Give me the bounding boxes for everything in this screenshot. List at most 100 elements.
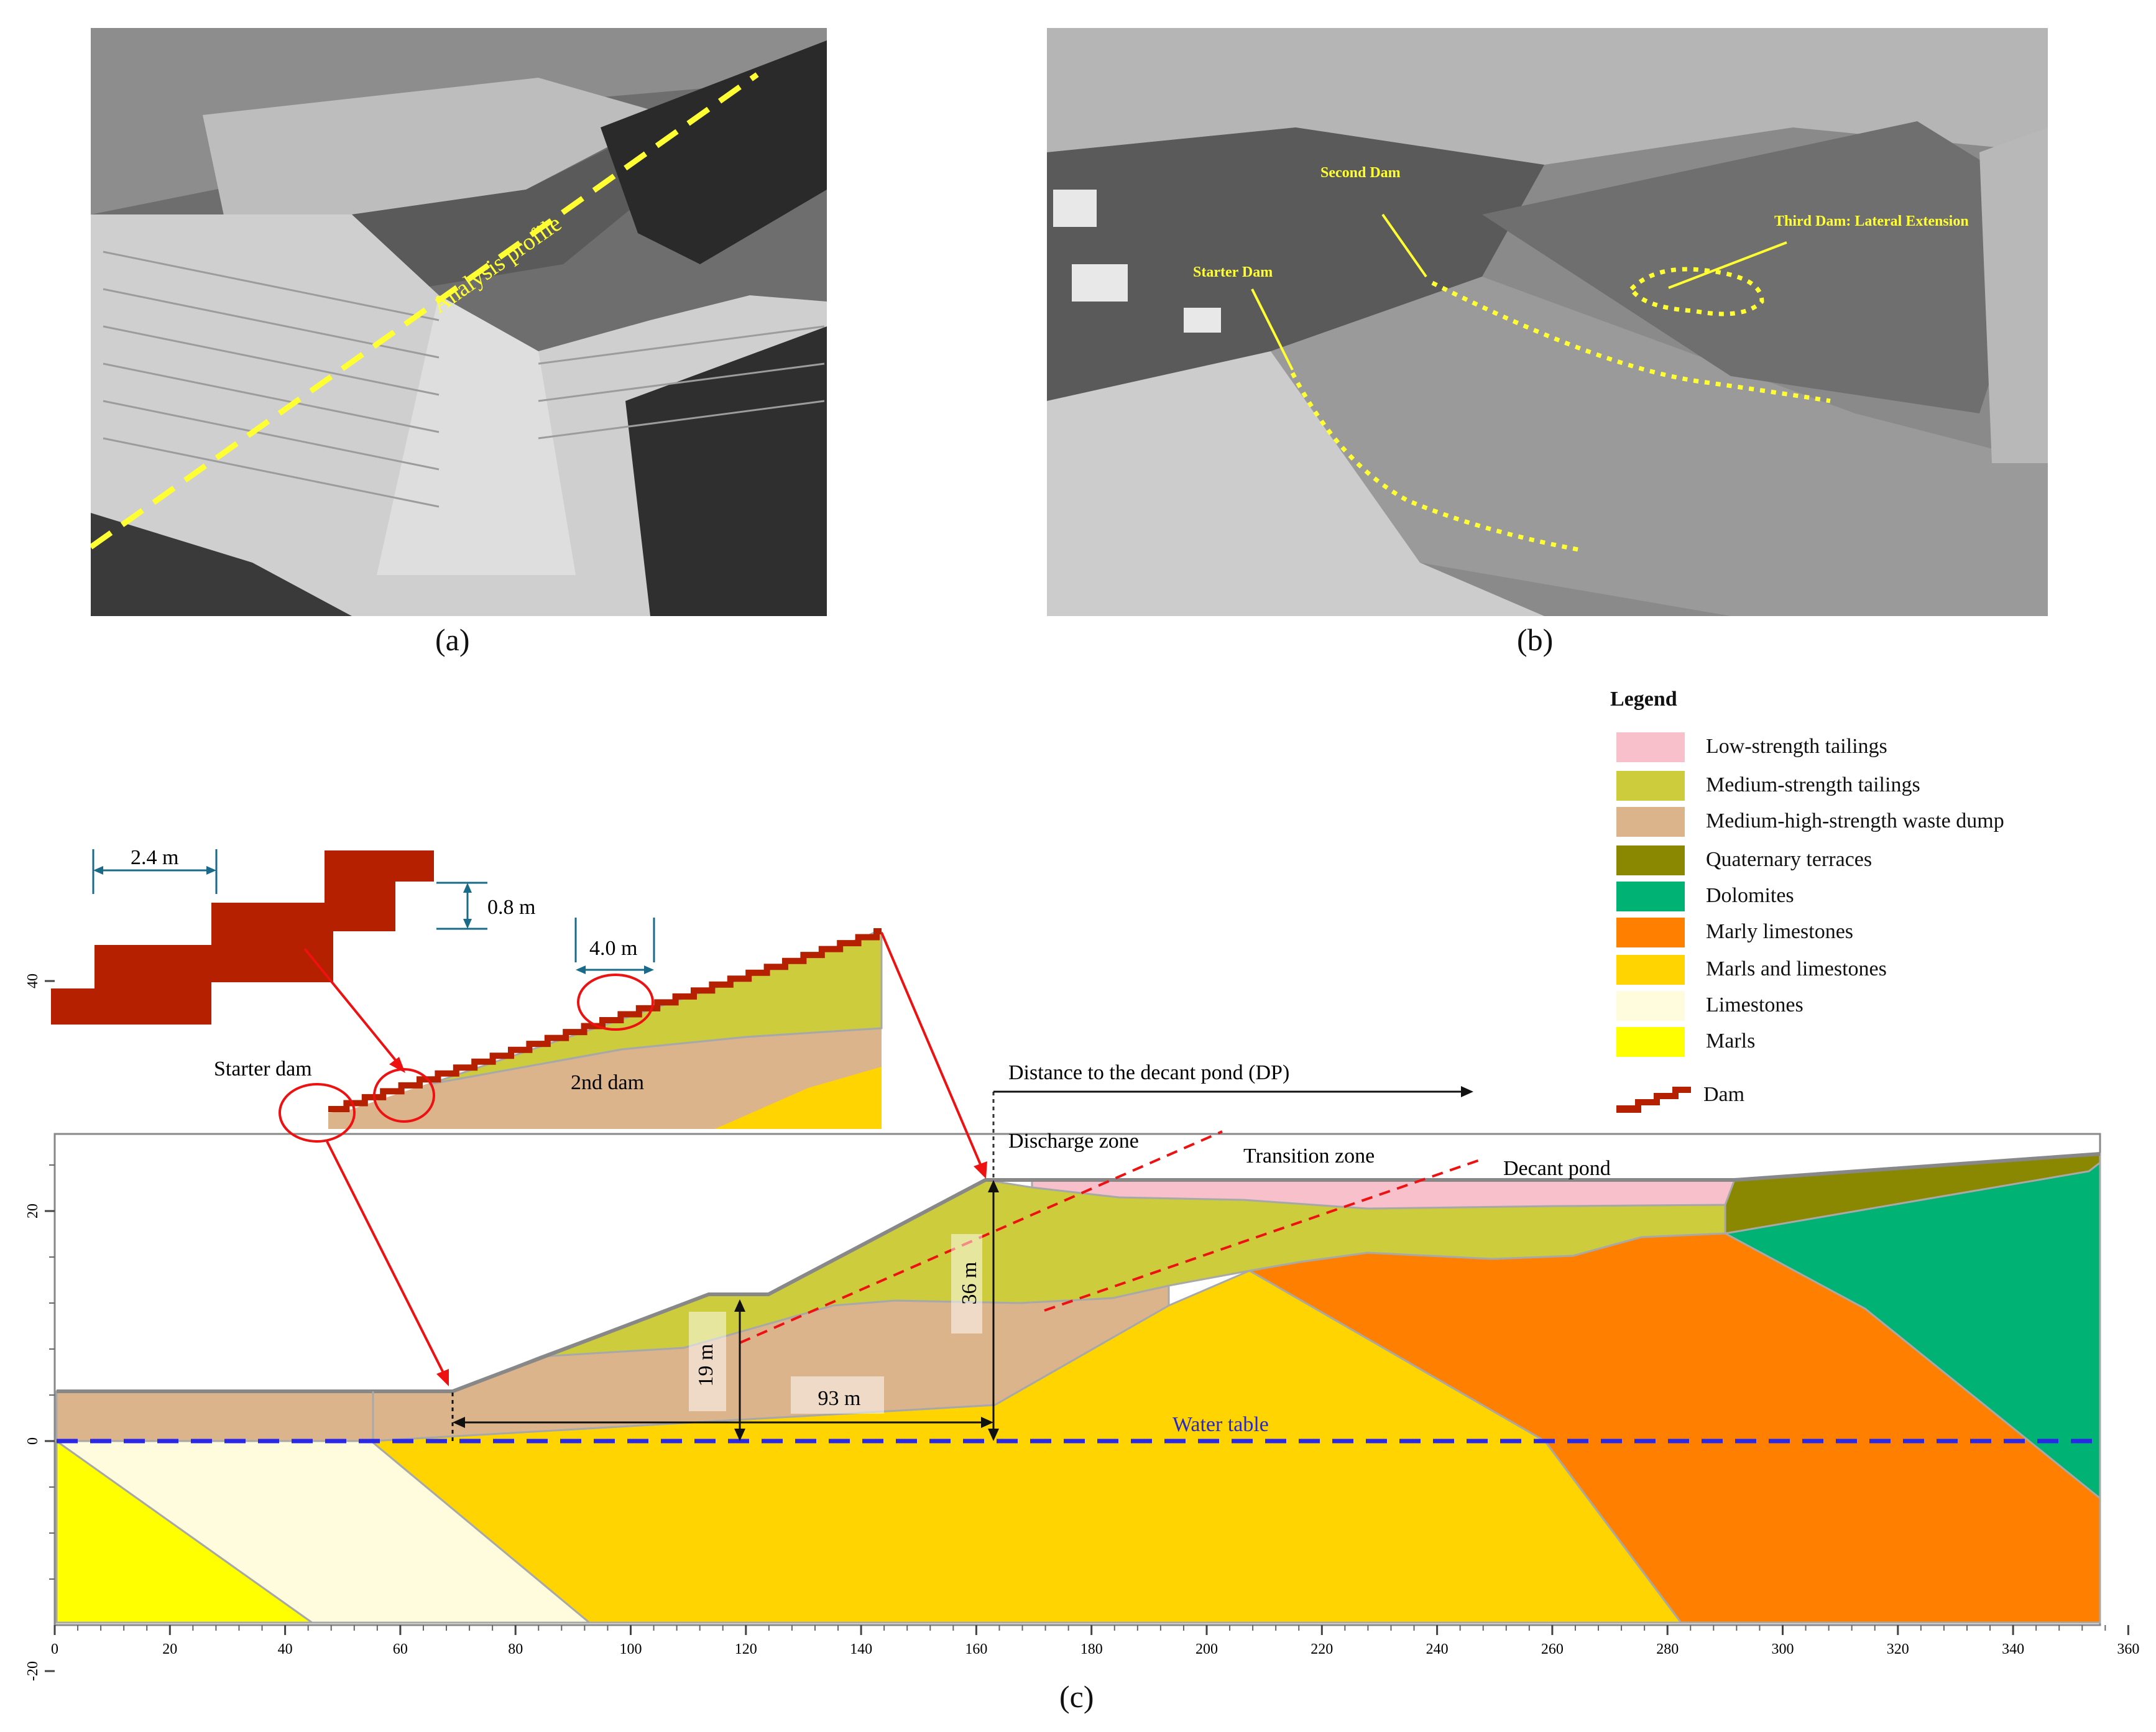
legend-item: Marly limestones — [1616, 918, 2126, 949]
second-dam-label: Second Dam — [1320, 165, 1401, 181]
legend-item: Quaternary terraces — [1616, 845, 2126, 877]
distance-dp-label: Distance to the decant pond (DP) — [1008, 1061, 1289, 1084]
second-dam-line — [1431, 280, 1831, 403]
x-tick-label: 40 — [278, 1641, 293, 1657]
x-tick-label: 140 — [850, 1641, 872, 1657]
inset-waste-dump — [328, 933, 882, 1129]
x-tick-label: 300 — [1772, 1641, 1794, 1657]
plot-frame — [53, 1133, 2101, 1626]
inset-boundary — [428, 1027, 882, 1085]
x-tick-label: 280 — [1656, 1641, 1679, 1657]
pointer-starter-dam — [326, 1141, 446, 1377]
legend-dam-row: Dam — [1614, 1078, 1987, 1115]
dim-93-bg — [791, 1376, 884, 1414]
caption-a: (a) — [435, 622, 470, 657]
legend-label: Marls and limestones — [1706, 957, 1887, 980]
x-tick-label: 360 — [2117, 1641, 2139, 1657]
dim-19-arrow-bottom — [734, 1429, 745, 1441]
dam-profile-inset: 4.0 m 2nd dam Starter dam — [214, 918, 987, 1386]
dim-36-bg — [951, 1234, 982, 1334]
third-dam-label: Third Dam: Lateral Extension — [1774, 213, 1969, 229]
limestones-layer — [53, 1440, 592, 1624]
legend-swatch — [1616, 1027, 1685, 1057]
step-detail-inset: 2.4 m 0.8 m — [51, 846, 535, 1025]
y-tick-label: 40 — [25, 974, 41, 988]
x-tick-label: 60 — [393, 1641, 408, 1657]
discharge-zone-line — [739, 1130, 1223, 1344]
dim-93-label: 93 m — [818, 1387, 861, 1410]
caption-c: (c) — [1059, 1679, 1094, 1714]
medium-strength-tailings-layer — [540, 1179, 1726, 1358]
x-tick-label: 0 — [51, 1641, 58, 1657]
aerial-photo-a-image: Analysis profile — [91, 28, 827, 616]
pointer-crest — [880, 932, 984, 1169]
legend-swatch — [1616, 807, 1685, 837]
distance-dp-arrowhead — [1461, 1086, 1473, 1097]
ground-surface — [57, 1152, 2101, 1393]
dim-36-arrow-top — [988, 1180, 999, 1192]
legend-swatch — [1616, 991, 1685, 1021]
quaternary-terraces-layer — [1724, 1153, 2101, 1235]
dam-icon — [1616, 1080, 1691, 1113]
y-tick-label: 20 — [25, 1204, 41, 1218]
starter-dam-circle — [279, 1083, 356, 1143]
legend-item: Limestones — [1616, 991, 2126, 1022]
step-height-arrow-top — [463, 883, 472, 893]
legend-item: Low-strength tailings — [1616, 732, 2126, 763]
dim-93-arrow-left — [453, 1417, 465, 1428]
x-tick-label: 240 — [1426, 1641, 1449, 1657]
legend-label: Marls — [1706, 1030, 1756, 1053]
step-width-arrow-right — [206, 866, 216, 875]
step-height-label: 0.8 m — [487, 896, 535, 919]
dim-19-arrow-top — [734, 1299, 745, 1312]
y-tick-label: 0 — [25, 1437, 41, 1445]
x-tick-label: 120 — [735, 1641, 757, 1657]
crest-label: 4.0 m — [589, 937, 637, 960]
caption-b: (b) — [1517, 622, 1554, 657]
marls-and-limestones-layer — [369, 1269, 1683, 1624]
legend-item: Dolomites — [1616, 882, 2126, 913]
inset-dam-step-path — [328, 928, 882, 1112]
legend-title: Legend — [1610, 688, 1677, 711]
x-tick-label: 200 — [1195, 1641, 1218, 1657]
legend-label: Marly limestones — [1706, 920, 1854, 943]
water-table-label: Water table — [1172, 1413, 1269, 1436]
aerial-photo-a: Analysis profile — [91, 28, 827, 616]
legend-item: Marls — [1616, 1027, 2126, 1058]
starter-dam-line — [1290, 372, 1582, 553]
starter-dam-label: Starter dam — [214, 1057, 312, 1080]
waste-dump-layer — [55, 1284, 1170, 1442]
starter-dam-label: Starter Dam — [1193, 264, 1273, 280]
legend-label: Low-strength tailings — [1706, 735, 1887, 758]
inset-marls-limestones — [715, 1067, 882, 1129]
pointer-step-detail — [303, 947, 399, 1064]
aerial-photo-b-image: Starter Dam Second Dam Third Dam: Latera… — [1047, 28, 2048, 616]
legend-swatch — [1616, 918, 1685, 947]
legend-swatch — [1616, 771, 1685, 801]
step-height-arrow-bottom — [463, 919, 472, 929]
legend-swatch — [1616, 732, 1685, 762]
x-tick-label: 160 — [965, 1641, 987, 1657]
pointer-step-detail-head — [389, 1057, 405, 1073]
legend-dam-label: Dam — [1703, 1083, 1745, 1106]
transition-zone-label: Transition zone — [1243, 1145, 1375, 1168]
dim-19-bg — [689, 1312, 726, 1411]
x-tick-label: 340 — [2002, 1641, 2024, 1657]
marls-layer — [55, 1439, 315, 1624]
decant-pond-label: Decant pond — [1503, 1157, 1611, 1180]
crest-circle — [577, 974, 654, 1031]
x-tick-label: 260 — [1541, 1641, 1564, 1657]
crest-arrow-right — [644, 965, 654, 974]
second-dam-label: 2nd dam — [571, 1071, 644, 1094]
inset-dam-steps — [328, 928, 882, 1112]
dim-36-label: 36 m — [958, 1262, 981, 1305]
legend-label: Limestones — [1706, 993, 1804, 1016]
low-strength-tailings-layer — [1031, 1179, 1736, 1210]
aerial-photo-b: Starter Dam Second Dam Third Dam: Latera… — [1047, 28, 2048, 616]
legend-label: Medium-strength tailings — [1706, 773, 1920, 796]
legend-label: Quaternary terraces — [1706, 848, 1873, 871]
legend-item: Marls and limestones — [1616, 955, 2126, 986]
legend-swatch — [1616, 882, 1685, 911]
x-tick-label: 100 — [620, 1641, 642, 1657]
